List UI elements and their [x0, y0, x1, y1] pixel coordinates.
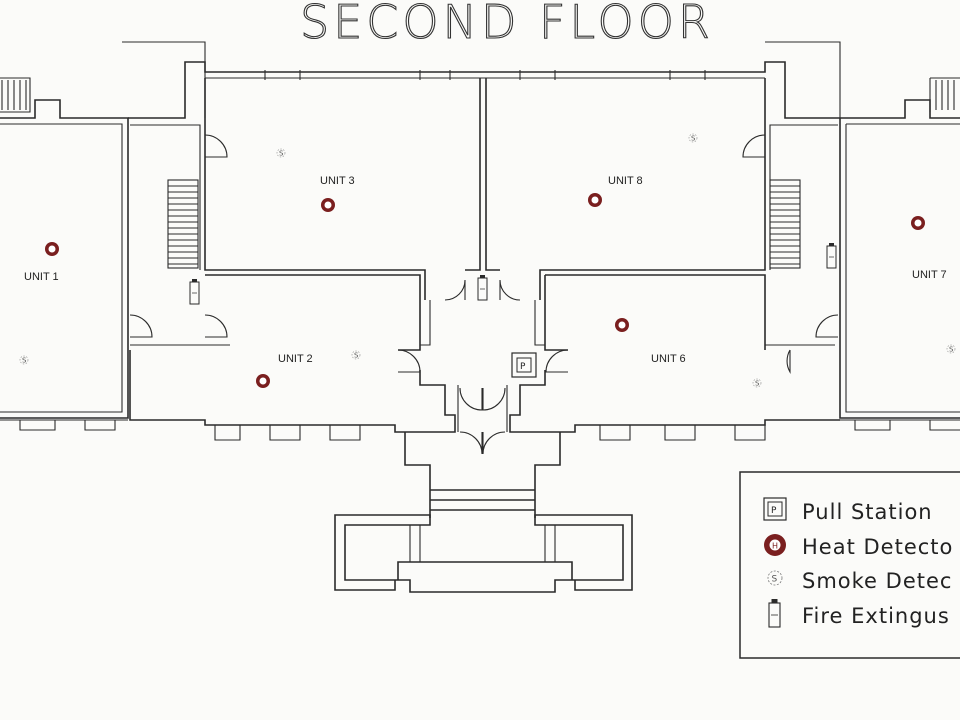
smoke-detector-icon: S [688, 133, 698, 143]
wall-entry [404, 432, 561, 518]
svg-text:H: H [916, 221, 920, 227]
wall-unit8 [539, 78, 766, 300]
legend-item-smoke-detector: S Smoke Detec [767, 569, 952, 593]
stairs-exterior [1, 80, 955, 110]
legend-item-fire-extinguisher: Fire Extingus [768, 599, 950, 628]
unit-label: UNIT 8 [608, 175, 643, 187]
wall-left-wing [0, 99, 129, 419]
svg-text:H: H [772, 542, 778, 551]
porch-columns [409, 525, 556, 562]
svg-text:S: S [755, 380, 760, 388]
wall-unit6 [509, 274, 840, 433]
wall-left-roof [122, 41, 206, 118]
wall-unit8-left [485, 78, 500, 271]
svg-text:H: H [326, 203, 330, 209]
porch-wall [334, 514, 633, 593]
unit-labels: UNIT 1 UNIT 2 UNIT 3 UNIT 6 UNIT 7 UNIT … [24, 175, 947, 365]
heat-detector-icon: H [588, 193, 602, 207]
legend-box [739, 471, 960, 659]
wall-right-wing [839, 99, 960, 419]
svg-text:S: S [279, 150, 284, 158]
wall-right-stair [929, 77, 960, 112]
legend-item-pull-station: P Pull Station [763, 497, 933, 524]
wall-left-wing-inner [0, 123, 123, 413]
unit-label: UNIT 7 [912, 269, 947, 281]
smoke-detector-icon: S [276, 148, 286, 158]
legend-label: Heat Detecto [802, 535, 953, 559]
smoke-detector-icon: S [752, 378, 762, 388]
heat-detector-icon: H [321, 198, 335, 212]
wall-unit3 [204, 78, 426, 300]
wall-corridor [420, 300, 545, 346]
legend: P Pull Station H Heat Detecto S Smoke De… [739, 471, 960, 659]
doors [129, 134, 839, 455]
heat-detector-icon: H [911, 216, 925, 230]
svg-text:P: P [771, 506, 777, 516]
legend-label: Fire Extingus [802, 604, 950, 628]
pull-station-icon [763, 497, 787, 521]
wall-right-wing-inner [845, 123, 960, 413]
windows-top [264, 70, 706, 80]
svg-text:S: S [22, 357, 27, 365]
smoke-detector-icon: S [351, 350, 361, 360]
unit-label: UNIT 2 [278, 353, 313, 365]
svg-text:S: S [354, 352, 359, 360]
svg-text:H: H [50, 247, 54, 253]
stairs-left [167, 179, 199, 269]
svg-text:S: S [691, 135, 696, 143]
legend-label: Pull Station [802, 500, 933, 524]
heat-detector-icon: H [615, 318, 629, 332]
smoke-detector-icon: S [19, 355, 29, 365]
svg-text:H: H [261, 379, 265, 385]
legend-item-heat-detector: H Heat Detecto [764, 534, 953, 559]
wall-top [128, 61, 840, 119]
floor-title: SECOND FLOOR [300, 0, 714, 49]
porch-steps [430, 489, 535, 511]
pull-station-icon: P [511, 352, 537, 378]
fire-extinguishers [189, 243, 837, 305]
wall-unit2 [129, 274, 456, 433]
wall-left-stair [0, 77, 31, 113]
smoke-detector-icon: S [946, 344, 956, 354]
heat-detector-icon: H [256, 374, 270, 388]
stairs-right [769, 179, 801, 269]
unit-label: UNIT 3 [320, 175, 355, 187]
unit-label: UNIT 1 [24, 271, 59, 283]
fire-extinguisher-icon [826, 243, 837, 269]
wall-unit3-right [465, 78, 481, 271]
heat-detector-icon: H [45, 242, 59, 256]
wall-right-roof [765, 41, 841, 118]
wall-lobby [457, 385, 508, 432]
fire-extinguisher-icon [477, 275, 488, 301]
wall-left-stair-block [130, 124, 201, 270]
legend-label: Smoke Detec [802, 569, 952, 593]
heat-detectors: H H H H H H [45, 193, 925, 388]
windows-bottom [19, 420, 960, 441]
unit-label: UNIT 6 [651, 353, 686, 365]
smoke-detector-icon [767, 570, 783, 586]
smoke-detectors: S S S S S S [19, 133, 956, 388]
fire-extinguisher-icon [189, 279, 200, 305]
svg-text:S: S [772, 575, 778, 585]
svg-text:H: H [620, 323, 624, 329]
svg-text:P: P [520, 362, 526, 372]
svg-text:H: H [593, 198, 597, 204]
svg-text:S: S [949, 346, 954, 354]
